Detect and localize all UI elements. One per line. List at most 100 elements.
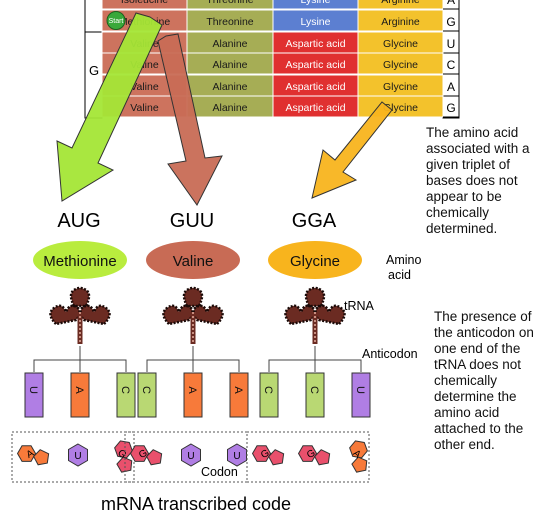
anticodon-base — [70, 372, 90, 418]
anticodon-letter: C — [140, 386, 152, 394]
mrna-base-pyrimidine — [227, 443, 247, 467]
trna-icon — [162, 286, 224, 344]
note-anticodon: The presence of the anticodon on one end… — [434, 309, 534, 452]
start-badge — [106, 11, 126, 30]
anticodon-letter: C — [308, 386, 320, 394]
anticodon-letter: U — [27, 386, 39, 394]
third-base-label: G — [446, 101, 455, 115]
mrna-base-ring5 — [351, 456, 368, 473]
table-cell-text: Arginine — [381, 16, 420, 28]
third-base-label: C — [447, 58, 456, 72]
label-trna: tRNA — [344, 299, 375, 313]
arrow-methionine — [56, 12, 163, 202]
anticodon-base — [116, 372, 136, 418]
table-cell — [357, 0, 444, 10]
note-amino-acid: The amino acid associated with a given t… — [426, 125, 530, 236]
arrow-valine — [157, 33, 223, 206]
mrna-base-letter: A — [25, 448, 37, 461]
table-cell-text: Glycine — [383, 59, 418, 71]
anticodon-base — [305, 372, 325, 418]
anticodon-base — [229, 372, 249, 418]
table-cell-text: Alanine — [212, 59, 247, 71]
amino-acid-name: Methionine — [43, 253, 116, 270]
amino-acid-name: Valine — [173, 253, 214, 270]
anticodon-letter: A — [232, 386, 244, 394]
table-cell — [186, 0, 274, 10]
first-base-label: G — [89, 63, 99, 78]
mrna-base-pyrimidine — [181, 443, 201, 467]
mrna-base-letter: U — [233, 451, 240, 462]
anticodon-connector — [192, 346, 240, 372]
third-base-label: U — [447, 37, 456, 51]
label-amino-acid-line2: acid — [388, 268, 411, 282]
mrna-base-ring5 — [116, 456, 133, 473]
table-cell-text: Valine — [130, 81, 159, 93]
table-cell-text: Alanine — [212, 38, 247, 50]
anticodon-base — [259, 372, 279, 418]
mrna-box — [246, 431, 370, 483]
table-cell-text: Alanine — [212, 81, 247, 93]
label-amino-acid: Amino — [386, 253, 421, 267]
arrow-glycine — [311, 101, 393, 199]
mrna-base-ring5 — [146, 449, 163, 466]
codon-triplet: GUU — [170, 210, 214, 232]
amino-acid-ellipse — [268, 241, 362, 279]
anticodon-letter: A — [73, 386, 85, 394]
anticodon-base — [24, 372, 44, 418]
mrna-base-ring6 — [297, 445, 318, 462]
table-cell-text: Aspartic acid — [285, 38, 345, 50]
mrna-base-ring5 — [314, 449, 331, 466]
codon-table: GIsoleucineThreonineLysineArginineAMethi… — [84, 0, 460, 119]
codon-triplet: GGA — [292, 210, 337, 232]
third-base-label: A — [447, 0, 455, 7]
table-cell — [357, 9, 444, 32]
label-anticodon: Anticodon — [362, 347, 418, 361]
mrna-base-letter: U — [187, 451, 194, 462]
table-cell — [272, 0, 359, 10]
mrna-base-ring6 — [129, 445, 150, 462]
table-cell-text: Threonine — [206, 0, 253, 6]
mrna-base-ring5 — [268, 449, 285, 466]
label-mrna: mRNA transcribed code — [101, 494, 291, 514]
amino-acid-name: Glycine — [290, 253, 340, 270]
anticodon-connector — [314, 346, 362, 372]
mrna-base-ring6 — [16, 445, 37, 462]
trna-icon — [284, 286, 346, 344]
anticodon-base — [137, 372, 157, 418]
anticodon-letter: A — [186, 386, 198, 394]
start-label: Start — [109, 18, 124, 25]
table-cell-text: Glycine — [383, 38, 418, 50]
table-cell — [101, 0, 188, 10]
amino-acid-ellipse — [146, 241, 240, 279]
anticodon-letter: C — [262, 386, 274, 394]
anticodon-connector — [146, 346, 194, 372]
third-base-label: G — [446, 15, 455, 29]
mrna-box — [124, 431, 248, 483]
table-cell-text: Arginine — [381, 0, 420, 6]
mrna-base-pyrimidine — [68, 443, 88, 467]
mrna-box — [11, 431, 135, 483]
table-cell-text: Lysine — [301, 16, 331, 28]
anticodon-connector — [79, 346, 127, 372]
table-cell-text: Aspartic acid — [285, 102, 345, 114]
table-cell-text: Valine — [130, 102, 159, 114]
anticodon-connector — [268, 346, 316, 372]
table-cell — [357, 52, 444, 75]
anticodon-base — [351, 372, 371, 418]
arrows — [56, 12, 393, 206]
third-base-label: A — [447, 80, 455, 94]
table-cell-text: Lysine — [301, 0, 331, 6]
anticodon-base — [183, 372, 203, 418]
mrna-base-ring5 — [33, 449, 50, 466]
table-cell-text: Alanine — [212, 102, 247, 114]
table-cell-text: Threonine — [206, 16, 253, 28]
mrna-base-ring6 — [349, 440, 368, 459]
mrna-base-letter: U — [74, 451, 81, 462]
anticodon-connector — [33, 346, 81, 372]
table-cell-text: Aspartic acid — [285, 81, 345, 93]
